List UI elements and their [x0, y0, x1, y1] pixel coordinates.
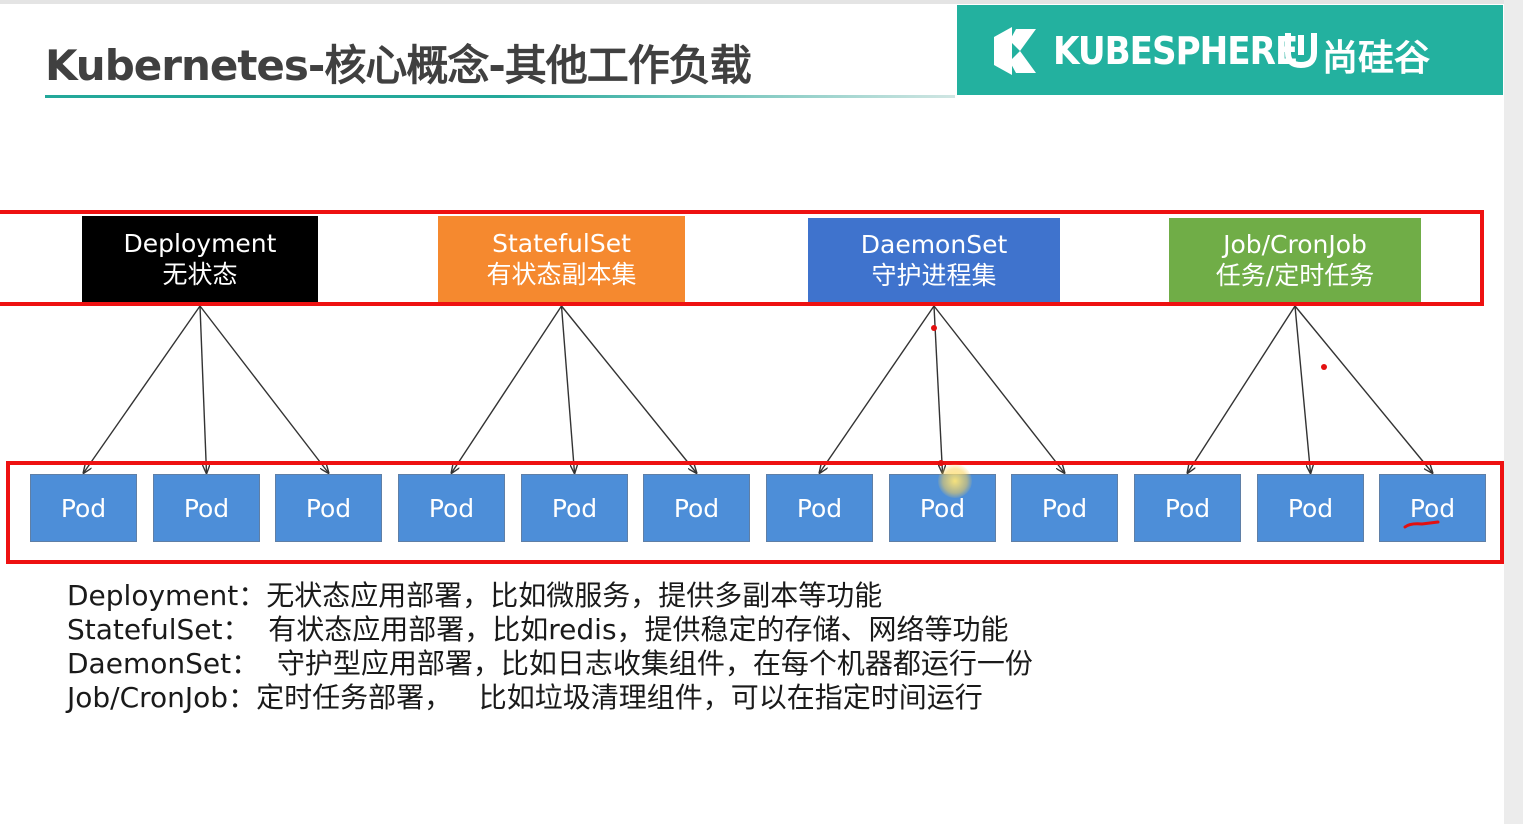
pod-box: Pod: [766, 474, 873, 542]
pod-box: Pod: [1257, 474, 1364, 542]
pod-box: Pod: [643, 474, 750, 542]
arrow-workload-to-pod: [1188, 305, 1296, 473]
pod-box: Pod: [275, 474, 382, 542]
description-text: 定时任务部署， 比如垃圾清理组件，可以在指定时间运行: [256, 681, 983, 714]
workload-job-cronjob: Job/CronJob 任务/定时任务: [1169, 218, 1421, 302]
brand-name-en: KUBESPHERE: [1053, 29, 1298, 73]
workload-name: StatefulSet: [492, 229, 631, 258]
window-edge: [1504, 0, 1523, 824]
arrow-workload-to-pod: [1294, 305, 1433, 473]
pod-box: Pod: [153, 474, 260, 542]
atguigu-u-icon: [1285, 33, 1317, 69]
pod-box: Pod: [1134, 474, 1241, 542]
description-row: StatefulSet： 有状态应用部署，比如redis，提供稳定的存储、网络等…: [67, 613, 1033, 647]
workload-daemonset: DaemonSet 守护进程集: [808, 218, 1060, 302]
arrow-workload-to-pod: [933, 305, 943, 473]
page-title: Kubernetes-核心概念-其他工作负载: [45, 41, 752, 90]
workload-desc: 有状态副本集: [486, 260, 637, 289]
description-row: Deployment：无状态应用部署，比如微服务，提供多副本等功能: [67, 579, 1033, 613]
description-text: 无状态应用部署，比如微服务，提供多副本等功能: [266, 579, 883, 612]
arrow-workload-to-pod: [84, 305, 201, 473]
pod-box: Pod: [1379, 474, 1486, 542]
pod-box: Pod: [1011, 474, 1118, 542]
arrow-workload-to-pod: [820, 305, 935, 473]
annotation-dot: [931, 325, 937, 331]
description-text: 守护型应用部署，比如日志收集组件，在每个机器都运行一份: [259, 647, 1033, 680]
workload-desc: 任务/定时任务: [1215, 261, 1375, 290]
brand-banner: KUBESPHERE 尚硅谷: [957, 5, 1503, 95]
description-label: Job/CronJob：: [67, 681, 257, 714]
arrow-workload-to-pod: [199, 305, 329, 473]
description-list: Deployment：无状态应用部署，比如微服务，提供多副本等功能 Statef…: [67, 579, 1033, 715]
description-row: DaemonSet： 守护型应用部署，比如日志收集组件，在每个机器都运行一份: [67, 647, 1033, 681]
brand-name-cn: 尚硅谷: [1322, 38, 1431, 79]
slide: Kubernetes-核心概念-其他工作负载 KUBESPHERE 尚硅谷 De…: [0, 4, 1504, 824]
workload-highlight-frame: [0, 210, 1484, 306]
pod-box: Pod: [889, 474, 996, 542]
pod-box: Pod: [30, 474, 137, 542]
pointer-highlight: [938, 464, 972, 498]
arrow-workload-to-pod: [933, 305, 1065, 473]
description-text: 有状态应用部署，比如redis，提供稳定的存储、网络等功能: [250, 613, 1009, 646]
arrow-workload-to-pod: [1294, 305, 1311, 473]
workload-name: Deployment: [123, 229, 277, 258]
kubesphere-logo-icon: [994, 27, 1036, 75]
pod-highlight-frame: [6, 461, 1504, 564]
workload-deployment: Deployment 无状态: [82, 216, 318, 302]
description-row: Job/CronJob：定时任务部署， 比如垃圾清理组件，可以在指定时间运行: [67, 681, 1033, 715]
description-label: DaemonSet：: [67, 647, 260, 680]
arrow-workload-to-pod: [199, 305, 207, 473]
workload-name: DaemonSet: [860, 230, 1008, 259]
workload-desc: 无状态: [162, 260, 238, 289]
annotation-dot: [1321, 364, 1327, 370]
arrow-workload-to-pod: [560, 305, 575, 473]
annotation-dot: [938, 460, 944, 466]
description-label: StatefulSet：: [67, 613, 251, 646]
annotation-underline: [1403, 520, 1440, 529]
description-label: Deployment：: [67, 579, 267, 612]
pod-box: Pod: [398, 474, 505, 542]
arrow-workload-to-pod: [452, 305, 563, 473]
connector-arrows: [0, 305, 1504, 824]
workload-statefulset: StatefulSet 有状态副本集: [438, 216, 685, 302]
workload-name: Job/CronJob: [1223, 230, 1367, 259]
pod-box: Pod: [521, 474, 628, 542]
workload-desc: 守护进程集: [871, 261, 997, 290]
title-underline: [45, 95, 955, 98]
arrow-workload-to-pod: [560, 305, 697, 473]
